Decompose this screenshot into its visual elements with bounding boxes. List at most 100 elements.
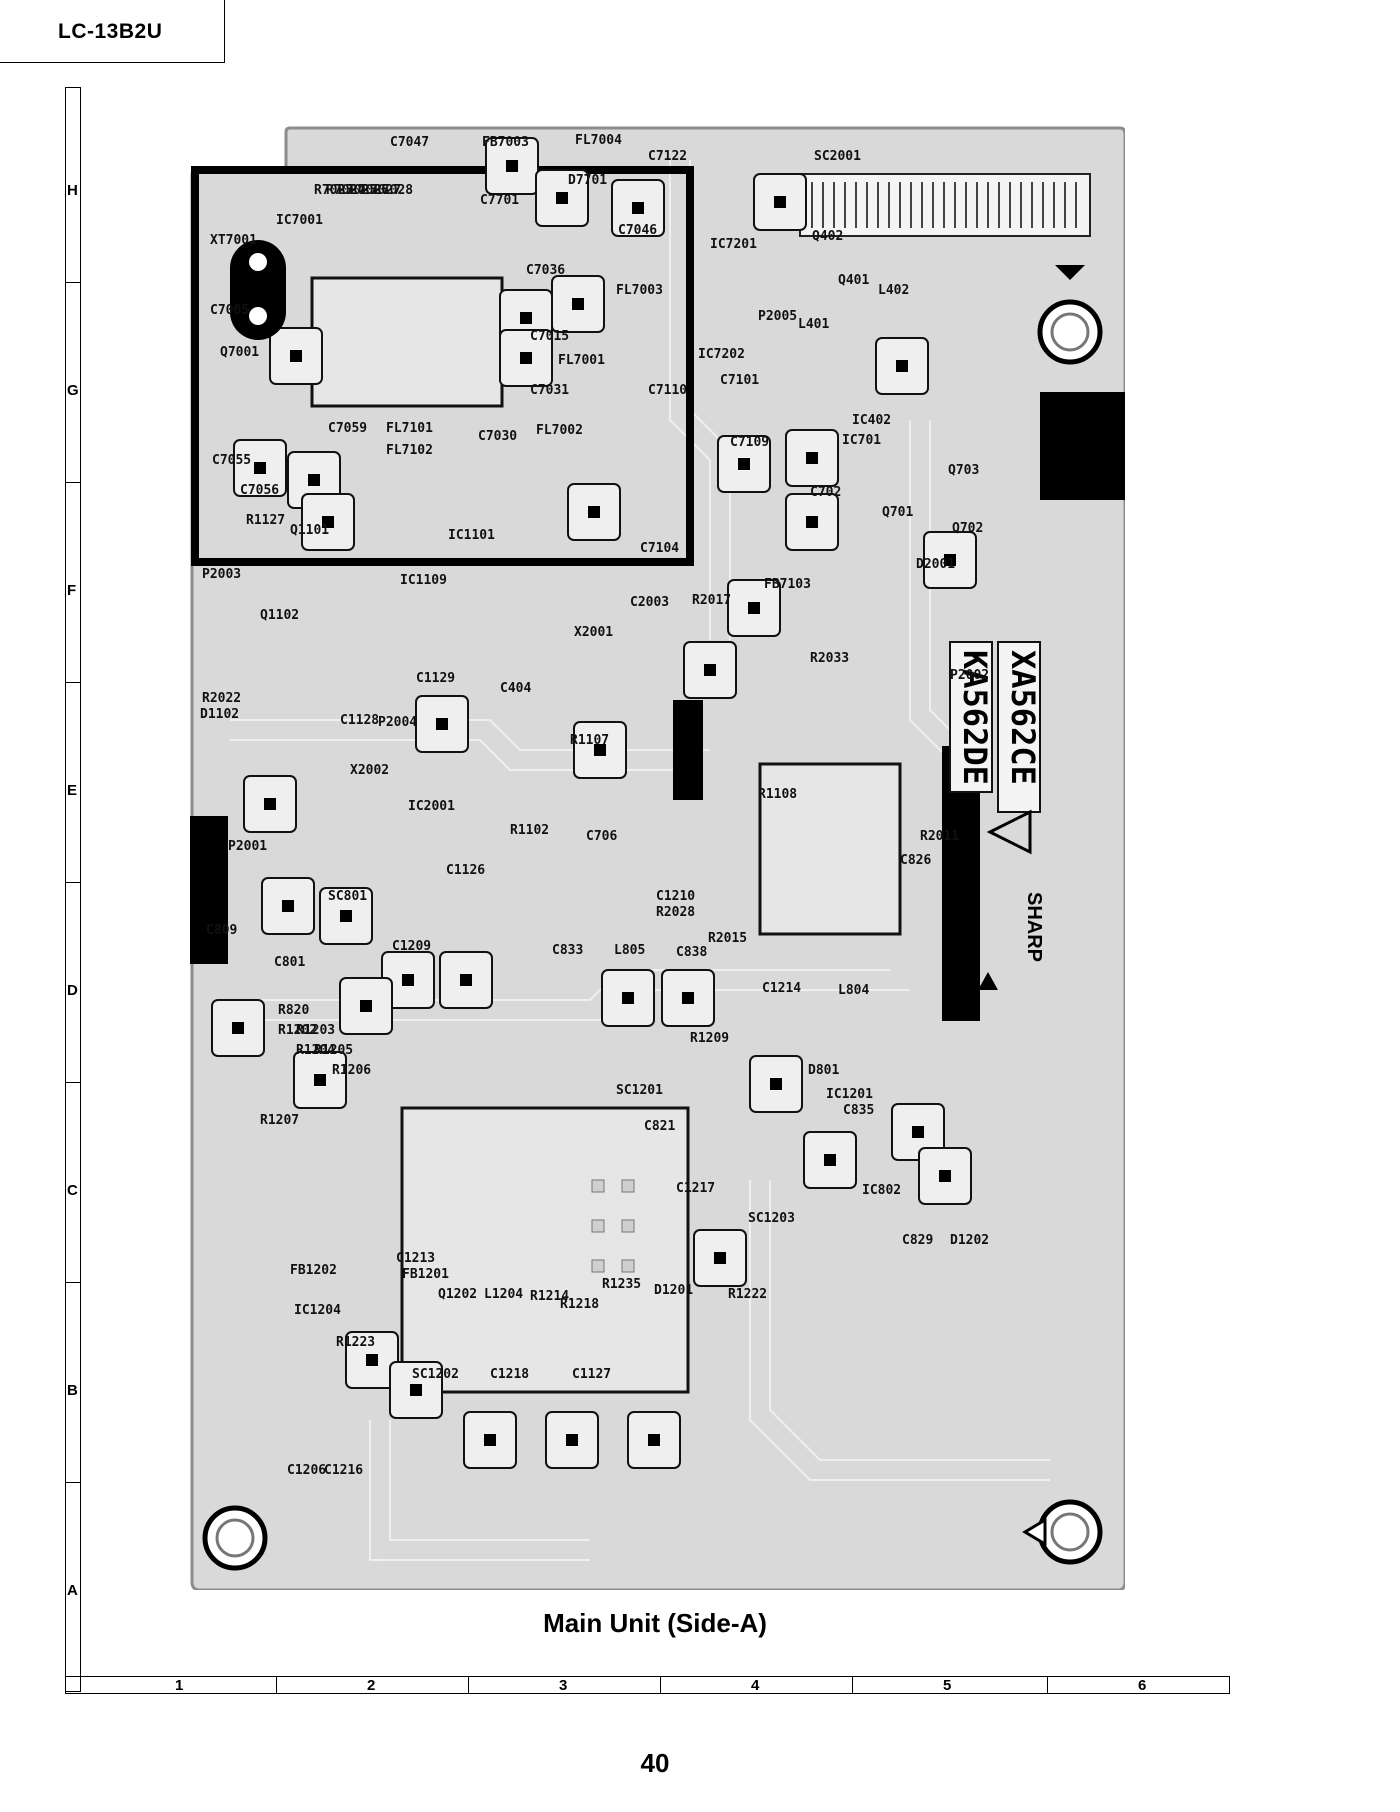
column-label-6: 6 [1138,1677,1147,1694]
component-pad-centre [254,462,266,474]
component-pad-centre [366,1354,378,1366]
component-pad-centre [622,992,634,1004]
ic1201-chip [400,1106,690,1394]
component-label: R2017 [692,593,731,608]
component-label: R820 [278,1003,309,1018]
component-label: L805 [614,943,645,958]
component-label: SC2001 [814,149,861,164]
component-label: R1218 [560,1297,599,1312]
component-label: R7028 [374,183,413,198]
component-label: Q401 [838,273,869,288]
component-label: P2002 [950,668,989,683]
row-label-b: B [67,1382,78,1399]
row-label-c: C [67,1182,78,1199]
component-label: FB1201 [402,1267,449,1282]
component-label: C801 [274,955,305,970]
component-label: C7109 [730,435,769,450]
component-pad-centre [594,744,606,756]
row-label-e: E [67,782,78,799]
component-label: FL7101 [386,421,433,436]
component-label: D1102 [200,707,239,722]
component-label: R1102 [510,823,549,838]
component-label: Q7001 [220,345,259,360]
column-divider [1047,1676,1048,1694]
component-label: FL7002 [536,423,583,438]
component-label: R1205 [314,1043,353,1058]
component-pad-centre [566,1434,578,1446]
component-label: C706 [586,829,617,844]
component-label: C826 [900,853,931,868]
row-divider [65,1282,81,1283]
component-label: C7030 [478,429,517,444]
component-label: FB7003 [482,135,529,150]
diagram-caption: Main Unit (Side-A) [543,1608,767,1638]
row-divider [65,1482,81,1483]
component-pad-centre [714,1252,726,1264]
component-label: R1206 [332,1063,371,1078]
component-label: C1209 [392,939,431,954]
component-pad-centre [264,798,276,810]
component-label: R7023 [314,183,353,198]
component-label: Q402 [812,229,843,244]
model-number: LC-13B2U [58,20,163,43]
row-divider [65,482,81,483]
component-pad-centre [340,910,352,922]
component-label: R2028 [656,905,695,920]
component-label: C1210 [656,889,695,904]
row-divider [65,282,81,283]
component-label: SC1202 [412,1367,459,1382]
component-label: IC402 [852,413,891,428]
page-number: 40 [640,1748,670,1778]
component-pad-centre [322,516,334,528]
component-pad-centre [290,350,302,362]
row-label-f: F [67,582,77,599]
component-pad-centre [520,312,532,324]
component-pad-centre [520,352,532,364]
component-label: C829 [902,1233,933,1248]
row-label-g: G [67,382,79,399]
component-pad-centre [556,192,568,204]
component-pad-centre [460,974,472,986]
component-label: R1235 [602,1277,641,1292]
component-pad-centre [484,1434,496,1446]
component-pad-centre [648,1434,660,1446]
component-pad-centre [402,974,414,986]
component-label: Q1101 [290,523,329,538]
component-label: SC801 [328,889,367,904]
column-divider [660,1676,661,1694]
component-label: C404 [500,681,531,696]
component-label: C7036 [526,263,565,278]
component-label: C7055 [212,453,251,468]
component-label: C821 [644,1119,675,1134]
component-pad-centre [682,992,694,1004]
component-label: IC1204 [294,1303,341,1318]
component-label: P2003 [202,567,241,582]
ic2001-chip [758,762,902,936]
component-label: SC1201 [616,1083,663,1098]
row-label-d: D [67,982,78,999]
component-label: C7005 [210,303,249,318]
row-ruler [65,87,81,1692]
component-label: X2002 [350,763,389,778]
component-label: IC7201 [710,237,757,252]
component-label: C7122 [648,149,687,164]
component-pad-centre [774,196,786,208]
component-pad-centre [806,452,818,464]
column-label-5: 5 [943,1677,952,1694]
component-label: D1202 [950,1233,989,1248]
component-label: C1217 [676,1181,715,1196]
component-label: C7104 [640,541,679,556]
component-pad-centre [748,602,760,614]
component-label: IC1109 [400,573,447,588]
component-label: C1129 [416,671,455,686]
row-divider [65,682,81,683]
component-label: L804 [838,983,869,998]
component-label: C702 [810,485,841,500]
component-label: FL7001 [558,353,605,368]
column-label-3: 3 [559,1677,568,1694]
component-pad-centre [806,516,818,528]
component-label: L402 [878,283,909,298]
component-pad-centre [436,718,448,730]
component-label: C1214 [762,981,801,996]
